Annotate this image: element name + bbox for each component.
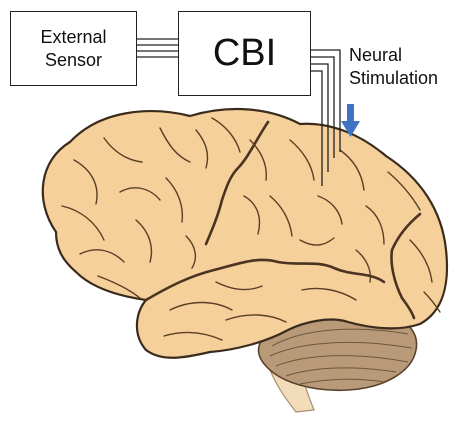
cbi-label: CBI bbox=[212, 32, 277, 74]
stimulation-label-line1: Neural bbox=[349, 45, 403, 65]
sensor-label-line1: External bbox=[40, 26, 107, 47]
minor-sulci bbox=[61, 117, 441, 341]
sensor-label-line2: Sensor bbox=[44, 49, 103, 70]
cerebrum bbox=[41, 107, 449, 359]
neural-stimulation-label: Neural Stimulation bbox=[349, 44, 438, 90]
external-sensor-box: External Sensor bbox=[10, 11, 137, 86]
cbi-to-brain-wires bbox=[311, 49, 341, 186]
stimulation-label-line2: Stimulation bbox=[349, 68, 439, 88]
sensor-to-cbi-wires bbox=[137, 38, 178, 58]
cbi-box: CBI bbox=[178, 11, 311, 96]
major-sulci bbox=[144, 120, 422, 320]
stimulation-arrow-icon bbox=[341, 104, 360, 137]
cerebellum-folia bbox=[269, 328, 413, 385]
